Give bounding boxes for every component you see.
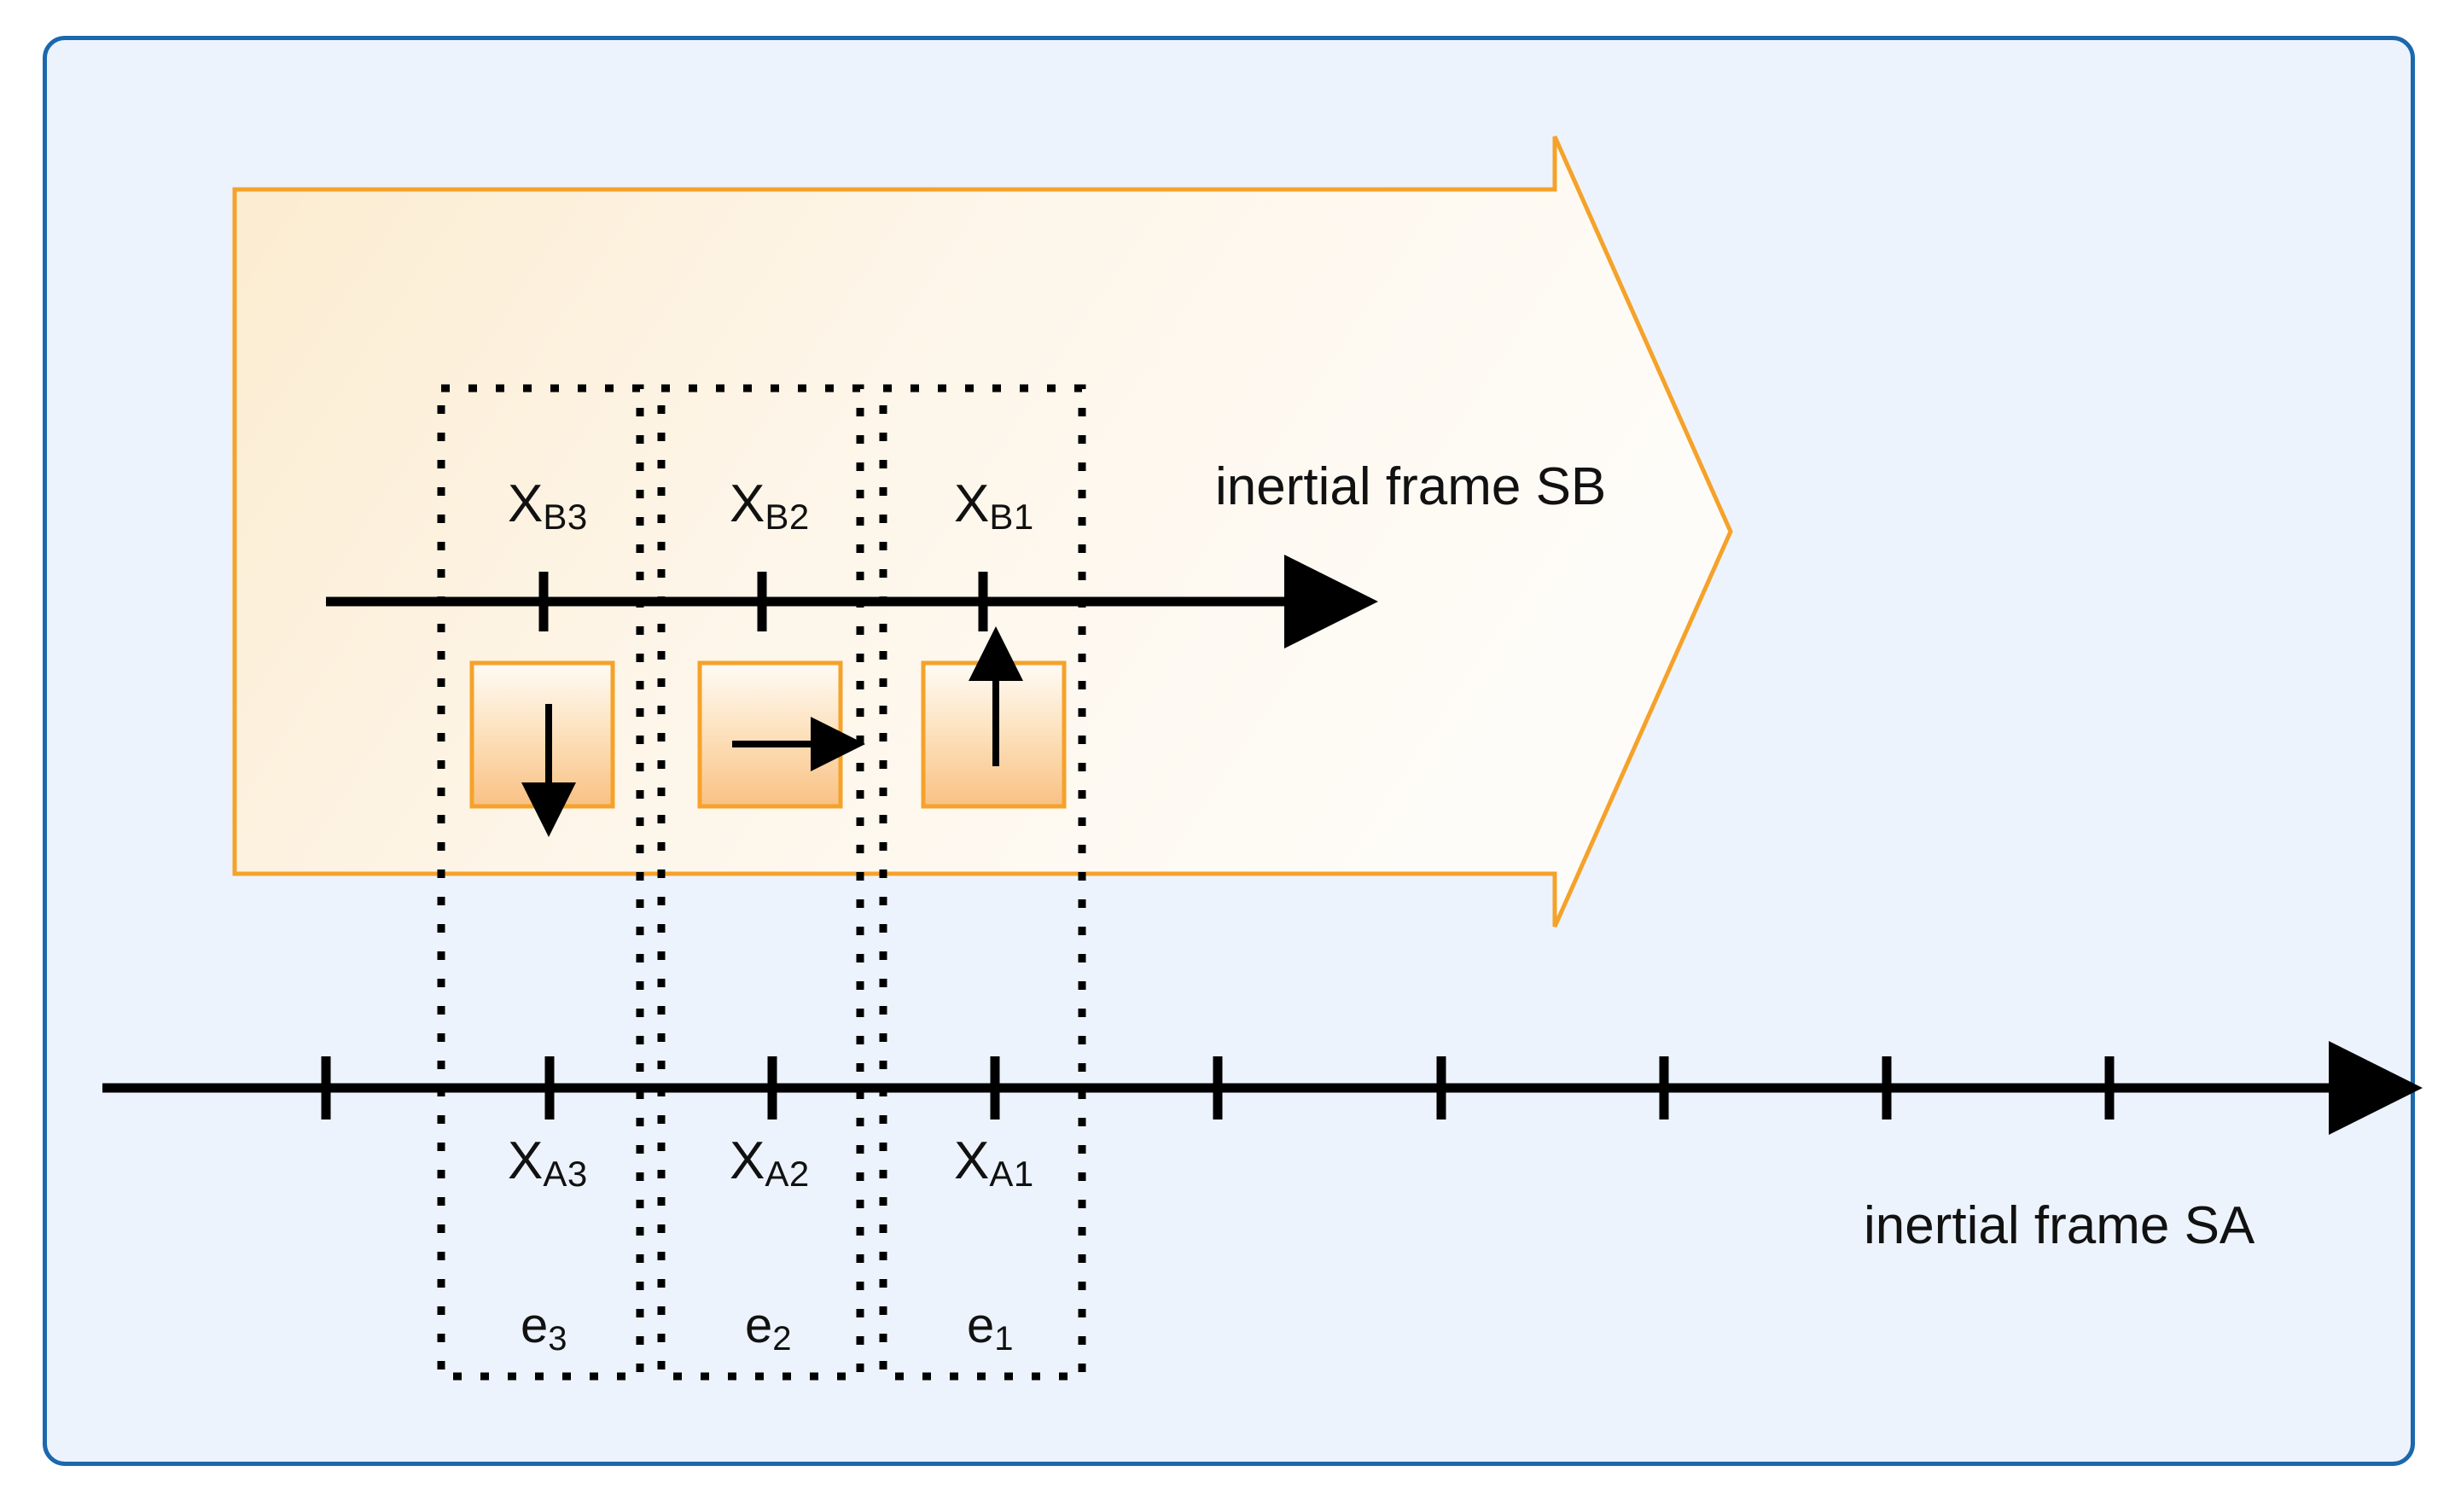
label-e1-subscript: 1 [994,1320,1014,1358]
label-e3-base: e [521,1298,549,1353]
detector-box-2 [697,660,865,809]
label-xb3-subscript: B3 [543,497,588,537]
label-xa1-subscript: A1 [989,1154,1034,1194]
label-e1-base: e [967,1298,995,1353]
label-xa2: XA2 [730,1135,810,1192]
label-xa1: XA1 [954,1135,1034,1192]
label-xb3: XB3 [508,478,588,535]
label-e2: e2 [745,1298,792,1357]
label-inertial-frame-sb: inertial frame SB [1215,457,1607,516]
label-e3-subscript: 3 [548,1320,567,1358]
axis-sa [102,1041,2423,1135]
label-xa1-base: X [954,1131,990,1190]
label-xb1-base: X [954,474,990,533]
label-xb2-base: X [730,474,765,533]
event-column-1 [879,384,1086,1381]
label-inertial-frame-sa: inertial frame SA [1864,1196,2255,1255]
event-column-3 [437,384,644,1381]
label-xb1-subscript: B1 [989,497,1034,537]
detector-box-3 [469,660,615,837]
label-xa3: XA3 [508,1135,588,1192]
label-xb2: XB2 [730,478,810,535]
axis-sb [326,555,1378,648]
label-e1: e1 [967,1298,1014,1357]
label-xb2-subscript: B2 [765,497,810,537]
detector-box-1 [921,626,1067,809]
label-xb3-base: X [508,474,544,533]
label-xa3-subscript: A3 [543,1154,588,1194]
label-e2-subscript: 2 [772,1320,792,1358]
event-column-2 [657,384,864,1381]
label-xa2-base: X [730,1131,765,1190]
label-e2-base: e [745,1298,773,1353]
label-e3: e3 [521,1298,567,1357]
label-xb1: XB1 [954,478,1034,535]
label-xa3-base: X [508,1131,544,1190]
label-xa2-subscript: A2 [765,1154,810,1194]
